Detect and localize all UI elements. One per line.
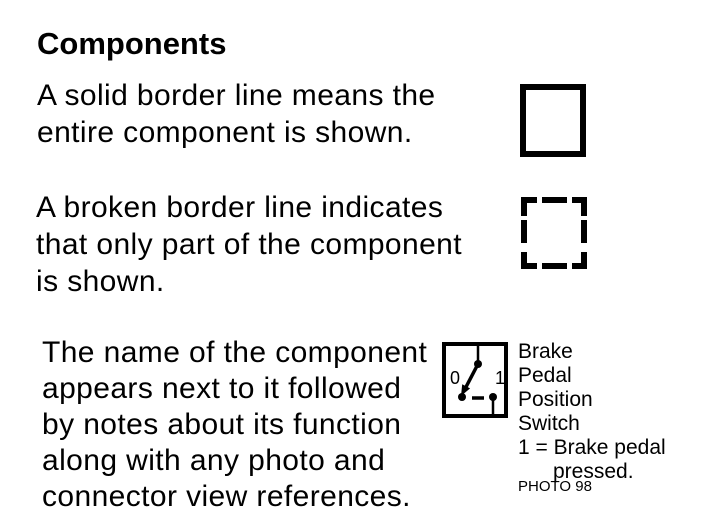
text-line: The name of the component: [42, 336, 428, 369]
component-annotation: Brake Pedal Position Switch 1 = Brake pe…: [518, 340, 666, 484]
text-line: that only part of the component: [36, 228, 462, 261]
dash-corner-top-right: [572, 197, 587, 216]
dash-corner-bottom-right: [572, 252, 587, 269]
component-name-line: Pedal: [518, 364, 572, 387]
text-line: A solid border line means the: [37, 79, 436, 112]
solid-border-box-symbol: [520, 84, 586, 157]
dash-corner-bottom-left: [521, 252, 537, 269]
component-naming-description: The name of the component appears next t…: [42, 335, 427, 515]
component-name-line: Position: [518, 388, 593, 411]
dash-corner-top-left: [521, 197, 537, 216]
switch-lever-line: [464, 363, 480, 388]
text-line: is shown.: [36, 265, 165, 298]
page-title: Components: [37, 25, 227, 61]
text-line: A broken border line indicates: [36, 191, 444, 224]
switch-lever-arrowhead: [461, 384, 471, 396]
solid-border-description: A solid border line means the entire com…: [37, 77, 436, 151]
text-line: by notes about its function: [42, 408, 402, 441]
text-line: along with any photo and: [42, 444, 386, 477]
switch-frame: [442, 342, 508, 418]
switch-position-0-label: 0: [450, 368, 460, 388]
brake-pedal-switch-symbol: 0 1: [442, 342, 508, 418]
function-note-line: pressed.: [553, 460, 634, 483]
text-line: connector view references.: [42, 480, 411, 513]
text-line: entire component is shown.: [37, 116, 413, 149]
component-name-line: Brake: [518, 340, 573, 363]
function-note-line: 1 = Brake pedal: [518, 436, 666, 459]
switch-position-1-label: 1: [495, 368, 505, 388]
component-name-line: Switch: [518, 412, 580, 435]
photo-reference: PHOTO 98: [518, 478, 592, 495]
switch-off-contact-dot: [458, 393, 466, 401]
text-line: appears next to it followed: [42, 372, 402, 405]
broken-border-description: A broken border line indicates that only…: [36, 189, 462, 300]
broken-border-box-symbol: [521, 197, 587, 269]
